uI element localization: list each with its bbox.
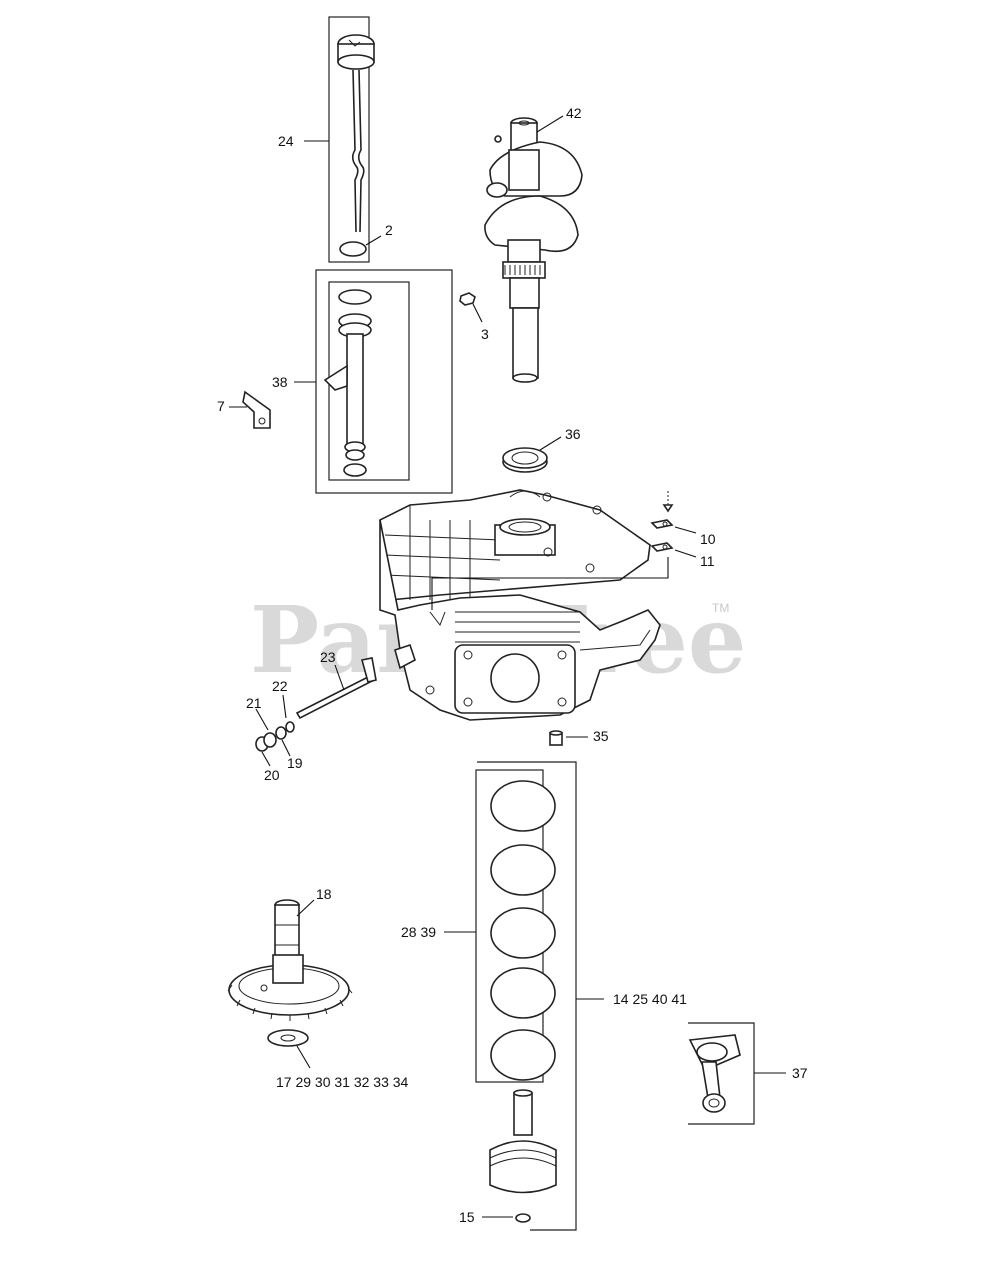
washer-parts[interactable]	[255, 721, 295, 752]
clip-part[interactable]	[242, 390, 271, 429]
callout-18[interactable]: 18	[316, 886, 332, 902]
callout-21[interactable]: 21	[246, 695, 262, 711]
crankshaft-part[interactable]	[484, 117, 583, 383]
connecting-rod-part[interactable]	[688, 1034, 741, 1113]
callout-11[interactable]: 11	[700, 553, 715, 569]
callout-10[interactable]: 10	[700, 531, 716, 547]
oil-seal-part[interactable]	[502, 447, 548, 473]
pin-10-part[interactable]	[650, 519, 674, 529]
callout-36[interactable]: 36	[565, 426, 581, 442]
callout-2[interactable]: 2	[385, 222, 393, 238]
dipstick-group: 24 2	[278, 16, 393, 263]
callout-14-25-40-41[interactable]: 14 25 40 41	[613, 991, 687, 1007]
callout-37[interactable]: 37	[792, 1065, 808, 1081]
callout-20[interactable]: 20	[264, 767, 280, 783]
callout-19[interactable]: 19	[287, 755, 303, 771]
dipstick-part[interactable]	[337, 34, 375, 233]
leader-20	[261, 751, 271, 767]
leader-21	[255, 708, 269, 731]
breather-part[interactable]	[549, 730, 563, 746]
callout-42[interactable]: 42	[566, 105, 582, 121]
crankcase-part[interactable]	[379, 489, 661, 721]
dipstick-bracket	[328, 16, 370, 263]
callout-22[interactable]: 22	[272, 678, 288, 694]
callout-17-29-30-31-32-33-34[interactable]: 17 29 30 31 32 33 34	[276, 1074, 409, 1090]
o-ring-part[interactable]	[339, 241, 367, 257]
arrow-head	[662, 504, 674, 513]
leader-19	[281, 739, 291, 757]
leader-22	[282, 694, 287, 719]
pin-11-part[interactable]	[650, 542, 674, 552]
fitting-part[interactable]	[459, 292, 476, 306]
camshaft-part[interactable]	[227, 899, 353, 1021]
callout-3[interactable]: 3	[481, 326, 489, 342]
dipstick-tube-part[interactable]	[323, 289, 372, 477]
callout-28-39[interactable]: 28 39	[401, 924, 436, 940]
callout-24[interactable]: 24	[278, 133, 294, 149]
piston-pin-part[interactable]	[513, 1089, 533, 1136]
leader-3	[472, 303, 483, 323]
leader-23	[334, 664, 345, 691]
leader-2	[365, 235, 382, 246]
watermark-trademark: TM	[712, 601, 729, 615]
leader-18	[296, 899, 315, 917]
governor-shaft-part[interactable]	[295, 657, 377, 720]
callout-35[interactable]: 35	[593, 728, 609, 744]
shim-part[interactable]	[267, 1029, 309, 1047]
leader-11	[674, 549, 697, 558]
callout-23[interactable]: 23	[320, 649, 336, 665]
piston-kit-bracket	[477, 761, 577, 1231]
leader-42	[536, 115, 564, 133]
piston-part[interactable]	[489, 1140, 557, 1194]
snap-ring-part[interactable]	[515, 1213, 531, 1223]
leader-10	[674, 526, 697, 534]
leader-17	[296, 1045, 311, 1069]
callout-7[interactable]: 7	[217, 398, 225, 414]
piston-rings-part[interactable]	[490, 780, 556, 1081]
leader-36	[539, 436, 562, 451]
callout-15[interactable]: 15	[459, 1209, 475, 1225]
dipstick-tube-group: 38	[272, 269, 453, 494]
dowel-guide-line	[431, 557, 669, 610]
callout-38[interactable]: 38	[272, 374, 288, 390]
